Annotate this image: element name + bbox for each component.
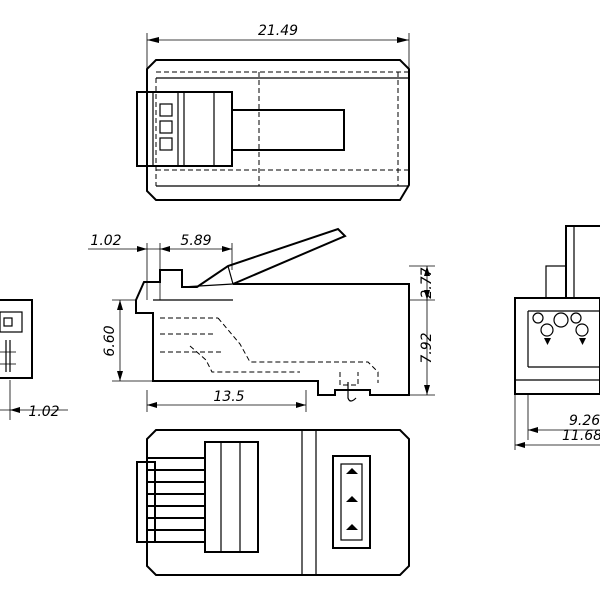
hidden-line [339, 372, 359, 386]
right-end-hole [540, 323, 554, 337]
right-end-hole [532, 312, 544, 324]
dim-label-body-length: 13.5 [213, 389, 244, 405]
arrow-head [424, 266, 430, 276]
arrow-head [117, 371, 123, 381]
arrow-head [515, 442, 525, 448]
top-body-outline [146, 59, 410, 201]
hidden-line [0, 311, 23, 332]
arrow-head [147, 402, 157, 408]
hidden-line [189, 345, 300, 373]
top-view: 21.49 [136, 23, 410, 201]
arrow-head [137, 246, 147, 252]
bottom-front-block [136, 461, 156, 543]
side-view: 1.02 5.89 2.77 7.92 6.60 13.5 [88, 227, 435, 412]
dim-label-top-width: 21.49 [258, 23, 298, 39]
arrow-head [424, 290, 430, 300]
right-end-marker [579, 338, 586, 345]
bottom-contact-block [204, 441, 259, 553]
dim-label-tab-offset: 1.02 [90, 233, 121, 249]
dim-label-right-inner: 9.26 [569, 413, 600, 429]
hidden-line [310, 361, 379, 383]
dim-label-front-height: 6.60 [102, 325, 118, 356]
dim-label-tab-length: 5.89 [180, 233, 211, 249]
side-body-edge [227, 265, 234, 285]
bottom-latch-window [332, 455, 371, 549]
arrow-head [296, 402, 306, 408]
right-end-hole [553, 312, 569, 328]
right-latch-outline [565, 225, 600, 298]
left-end-window [3, 317, 13, 327]
dim-label-right-outer: 11.68 [562, 428, 600, 444]
top-latch-tab [231, 109, 345, 151]
latch-arrow-marker [346, 524, 358, 530]
arrow-head [10, 407, 20, 413]
side-latch-hook [347, 382, 357, 402]
right-latch-step [545, 265, 567, 299]
right-end-marker [544, 338, 551, 345]
arrow-head [528, 427, 538, 433]
side-body-outline [135, 227, 410, 396]
arrow-head [424, 385, 430, 395]
latch-window [159, 120, 173, 134]
bottom-contact-pins [147, 457, 205, 543]
dim-label-latch-height: 2.77 [419, 267, 435, 298]
arrow-head [160, 246, 170, 252]
arrow-head [222, 246, 232, 252]
left-end-slot [0, 311, 23, 333]
left-end-outline [0, 299, 33, 379]
latch-arrow-marker [346, 468, 358, 474]
dim-label-body-height: 7.92 [419, 332, 435, 363]
bottom-latch-inner [340, 463, 363, 541]
dim-label-left-width: 1.02 [28, 404, 59, 420]
right-end-hole [570, 312, 582, 324]
right-end-hole [575, 323, 589, 337]
hidden-line [217, 317, 310, 363]
arrow-head [147, 37, 159, 43]
left-end-view: 1.02 [0, 299, 68, 420]
latch-window [159, 137, 173, 151]
arrow-head [117, 300, 123, 310]
right-end-view: 9.26 11.68 [514, 225, 600, 450]
latch-window [159, 103, 173, 117]
side-body-edge [181, 283, 234, 288]
bottom-view [136, 429, 410, 576]
latch-arrow-marker [346, 496, 358, 502]
arrow-head [397, 37, 409, 43]
